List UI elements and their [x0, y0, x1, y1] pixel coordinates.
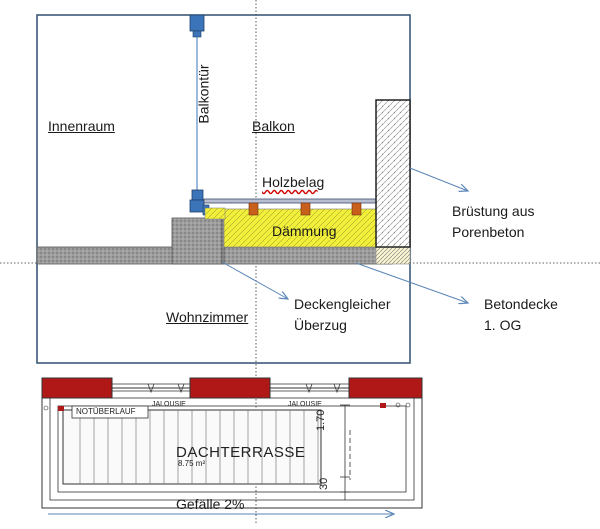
wood-support-3 — [351, 202, 362, 216]
insulation-corner — [375, 246, 411, 265]
label-dim-170: 1.70 — [315, 409, 327, 431]
label-area: 8.75 m² — [178, 459, 206, 468]
door-top-fitting — [189, 14, 205, 32]
label-balkon: Balkon — [252, 118, 295, 134]
downstand-beam — [171, 217, 225, 265]
label-bruestung-line1: Brüstung aus — [452, 203, 535, 219]
red-beam-right — [348, 377, 423, 399]
door-bottom-fitting — [191, 189, 204, 201]
label-innenraum: Innenraum — [48, 118, 115, 134]
label-betondecke-line1: Betondecke — [484, 296, 558, 312]
arrow-betondecke — [355, 262, 468, 303]
label-betondecke-line2: 1. OG — [484, 317, 522, 333]
label-dim-30: 30 — [318, 477, 330, 490]
label-wohnzimmer: Wohnzimmer — [166, 309, 249, 325]
label-gefaelle: Gefälle 2% — [176, 496, 245, 512]
arrow-ueberzug — [221, 261, 288, 299]
label-jalousie-right: JALOUSIE — [288, 401, 322, 408]
wood-support-1 — [248, 202, 259, 216]
label-ueberzug-line1: Deckengleicher — [294, 296, 391, 312]
window-mark-4 — [333, 383, 341, 394]
terrace-boards — [79, 410, 319, 484]
door-threshold-fitting — [189, 199, 205, 213]
parapet-wall — [375, 99, 411, 248]
label-ueberzug-line2: Überzug — [294, 317, 347, 333]
side-circle-2 — [395, 402, 401, 408]
side-circle-3 — [405, 402, 411, 408]
arrow-bruestung — [409, 167, 468, 191]
window-mark-1 — [147, 383, 155, 394]
notueberlauf-box — [71, 405, 149, 419]
insulation-step — [204, 207, 226, 220]
wood-decking — [203, 198, 377, 204]
plan-inner-frame-2 — [57, 405, 407, 493]
label-balkontuer: Balkontür — [195, 64, 212, 124]
red-beam-center — [189, 377, 271, 399]
window-mark-2 — [177, 383, 185, 394]
label-daemmung: Dämmung — [272, 223, 337, 239]
red-beam-left — [41, 377, 113, 399]
insulation-layer — [223, 208, 377, 248]
label-notueberlauf: NOTÜBERLAUF — [76, 407, 136, 416]
side-circle-1 — [43, 405, 49, 411]
window-mark-3 — [305, 383, 313, 394]
wood-support-2 — [300, 202, 311, 216]
label-dachterrasse: DACHTERRASSE — [176, 444, 306, 461]
door-top-fitting-small — [192, 30, 202, 38]
drain-marker-1 — [58, 406, 64, 411]
drain-marker-2 — [380, 403, 386, 408]
label-bruestung-line2: Porenbeton — [452, 224, 525, 240]
label-jalousie-left: JALOUSIE — [152, 401, 186, 408]
label-holzbelag: Holzbelag — [262, 174, 325, 190]
